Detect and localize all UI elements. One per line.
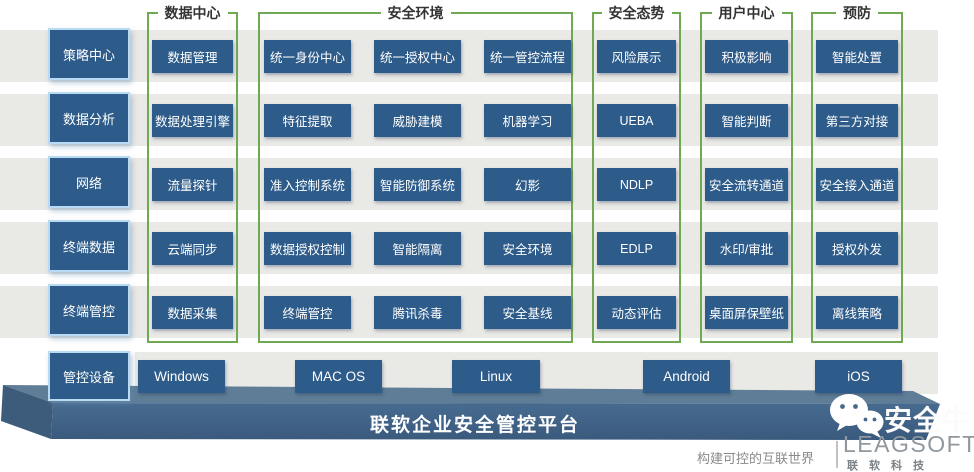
row-label-managed-devices: 管控设备 [48,351,130,401]
module-box: EDLP [597,232,676,265]
module-box: 威胁建模 [374,104,461,137]
brand-name-sub: 联软科技 [847,460,935,472]
module-box: 数据授权控制 [264,232,351,265]
footer-slogan: 构建可控的互联世界 [697,451,815,466]
group-security-environment: 安全环境 统一身份中心 统一授权中心 统一管控流程 特征提取 威胁建模 机器学习… [258,3,573,343]
module-box: 统一授权中心 [374,40,461,73]
module-box: 离线策略 [816,296,898,329]
device-box-linux: Linux [452,360,540,393]
group-title: 安全环境 [380,3,451,23]
module-box: NDLP [597,168,676,201]
module-box: 第三方对接 [816,104,898,137]
module-box: 桌面屏保壁纸 [705,296,788,329]
module-box: 动态评估 [597,296,676,329]
row-label-endpoint-data: 终端数据 [48,220,130,272]
module-box: 智能防御系统 [374,168,461,201]
module-box: 安全环境 [484,232,571,265]
module-box: 腾讯杀毒 [374,296,461,329]
group-title: 数据中心 [157,3,228,23]
group-title: 安全态势 [601,3,672,23]
device-box-android: Android [643,360,730,393]
module-box: 幻影 [484,168,571,201]
module-box: 水印/审批 [705,232,788,265]
brand-name-cn: 安全牛 [884,405,972,436]
module-box: 准入控制系统 [264,168,351,201]
module-box: 积极影响 [705,40,788,73]
row-label-network: 网络 [48,156,130,208]
platform-left-face [1,385,53,439]
module-box: 机器学习 [484,104,571,137]
module-box: 智能处置 [816,40,898,73]
module-box: 数据处理引擎 [152,104,233,137]
module-box: 风险展示 [597,40,676,73]
module-box: 终端管控 [264,296,351,329]
module-box: 云端同步 [152,232,233,265]
footer-divider [836,441,838,468]
group-prevention: 预防 智能处置 第三方对接 安全接入通道 授权外发 离线策略 [811,3,903,343]
module-box: 统一管控流程 [484,40,571,73]
row-label-policy-center: 策略中心 [48,28,130,80]
module-box: 智能判断 [705,104,788,137]
device-box-ios: iOS [815,360,902,393]
platform-title: 联软企业安全管控平台 [369,415,580,436]
module-box: 数据管理 [152,40,233,73]
row-label-data-analysis: 数据分析 [48,92,130,144]
group-title: 用户中心 [711,3,782,23]
brand-name-en: LEAGSOFT [843,431,974,457]
module-box: 授权外发 [816,232,898,265]
row-label-endpoint-control: 终端管控 [48,284,130,336]
module-box: 安全接入通道 [816,168,898,201]
module-box: 智能隔离 [374,232,461,265]
module-box: UEBA [597,104,676,137]
module-box: 安全流转通道 [705,168,788,201]
module-box: 流量探针 [152,168,233,201]
module-box: 统一身份中心 [264,40,351,73]
module-box: 数据采集 [152,296,233,329]
group-data-center: 数据中心 数据管理 数据处理引擎 流量探针 云端同步 数据采集 [147,3,238,343]
wechat-icon [830,394,884,438]
group-user-center: 用户中心 积极影响 智能判断 安全流转通道 水印/审批 桌面屏保壁纸 [700,3,793,343]
group-title: 预防 [836,3,878,23]
module-box: 安全基线 [484,296,571,329]
device-box-macos: MAC OS [295,360,382,393]
device-box-windows: Windows [138,360,225,393]
module-box: 特征提取 [264,104,351,137]
group-security-posture: 安全态势 风险展示 UEBA NDLP EDLP 动态评估 [592,3,681,343]
platform-front-face [51,403,940,440]
